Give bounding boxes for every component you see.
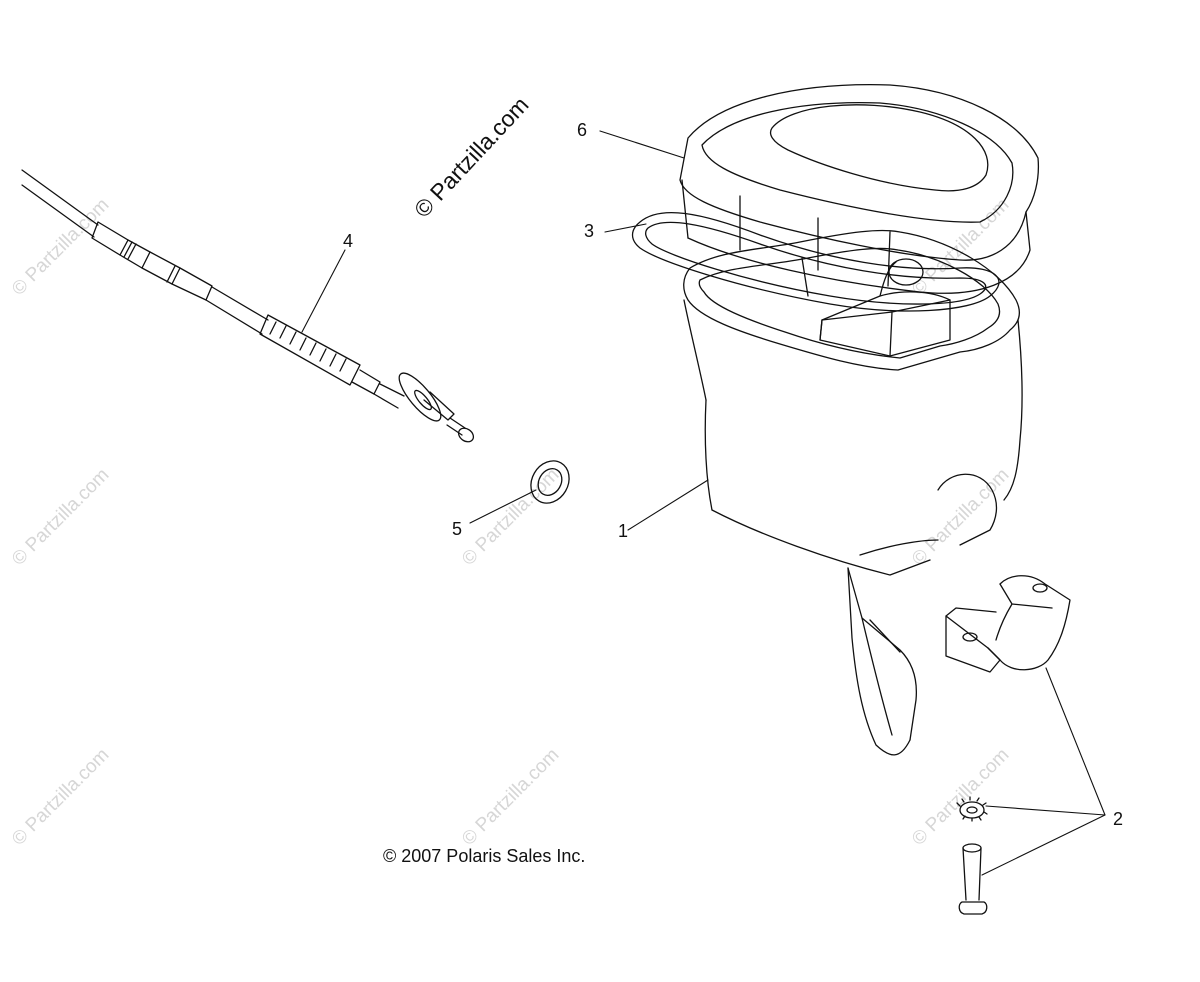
leader-2b [985, 805, 1106, 816]
leader-6 [599, 130, 685, 159]
part-3-gasket [631, 212, 1000, 312]
leader-1 [627, 479, 709, 531]
leader-lines [301, 130, 1106, 876]
leader-3 [604, 223, 647, 233]
leader-4 [301, 249, 346, 333]
leader-2a [1045, 667, 1106, 816]
part-4-cable [21, 169, 475, 443]
part-6-cover [679, 84, 1040, 294]
copyright-text: © 2007 Polaris Sales Inc. [383, 846, 586, 866]
callout-2: 2 [1113, 809, 1124, 829]
leader-5 [469, 489, 537, 524]
callout-4: 4 [343, 231, 354, 251]
callout-1: 1 [618, 521, 629, 541]
callout-5: 5 [452, 519, 463, 539]
leader-2c [981, 814, 1106, 876]
part-1-housing [683, 229, 1023, 756]
callout-3: 3 [584, 221, 595, 241]
part-2-clamp-hardware [945, 575, 1071, 915]
callout-6: 6 [577, 120, 588, 140]
part-5-washer [530, 460, 570, 504]
